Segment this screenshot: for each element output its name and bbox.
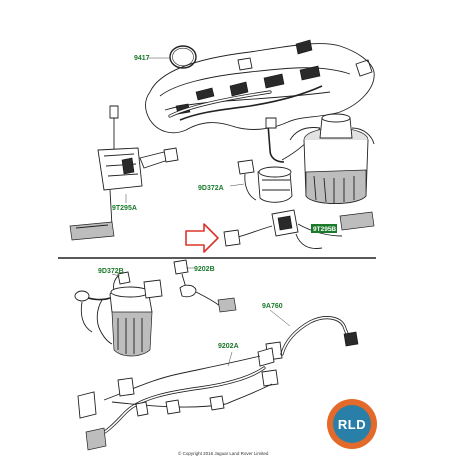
logo-text: RLD bbox=[338, 417, 366, 432]
callout-9t295b-box: 9T295B bbox=[311, 224, 337, 233]
seal-ring bbox=[169, 45, 197, 69]
harness-9202a bbox=[77, 355, 273, 451]
callout-9d372a: 9D372A bbox=[198, 185, 224, 192]
fuel-tank bbox=[145, 39, 375, 134]
fuel-line-9a760 bbox=[257, 316, 359, 387]
callout-9t295a: 9T295A bbox=[112, 205, 137, 212]
fuel-pump-center bbox=[237, 117, 321, 203]
callout-9202a: 9202A bbox=[218, 343, 239, 350]
highlight-arrow bbox=[185, 223, 219, 253]
fuel-pump-module-right bbox=[289, 113, 375, 204]
fuel-level-sender-left bbox=[69, 105, 179, 241]
fuel-level-sender-9202b bbox=[173, 259, 237, 313]
harness-connector bbox=[223, 209, 375, 249]
callout-9t295b: 9T295B bbox=[313, 226, 336, 233]
callout-9202b: 9202B bbox=[194, 266, 215, 273]
callout-9a760: 9A760 bbox=[262, 303, 283, 310]
fuel-pump-module-lower bbox=[74, 271, 163, 357]
rld-logo: RLD bbox=[327, 399, 377, 449]
callout-9417: 9417 bbox=[134, 55, 150, 62]
callout-9d372b: 9D372B bbox=[98, 268, 124, 275]
copyright-text: © Copyright 2016 Jaguar Land Rover Limit… bbox=[178, 450, 269, 456]
